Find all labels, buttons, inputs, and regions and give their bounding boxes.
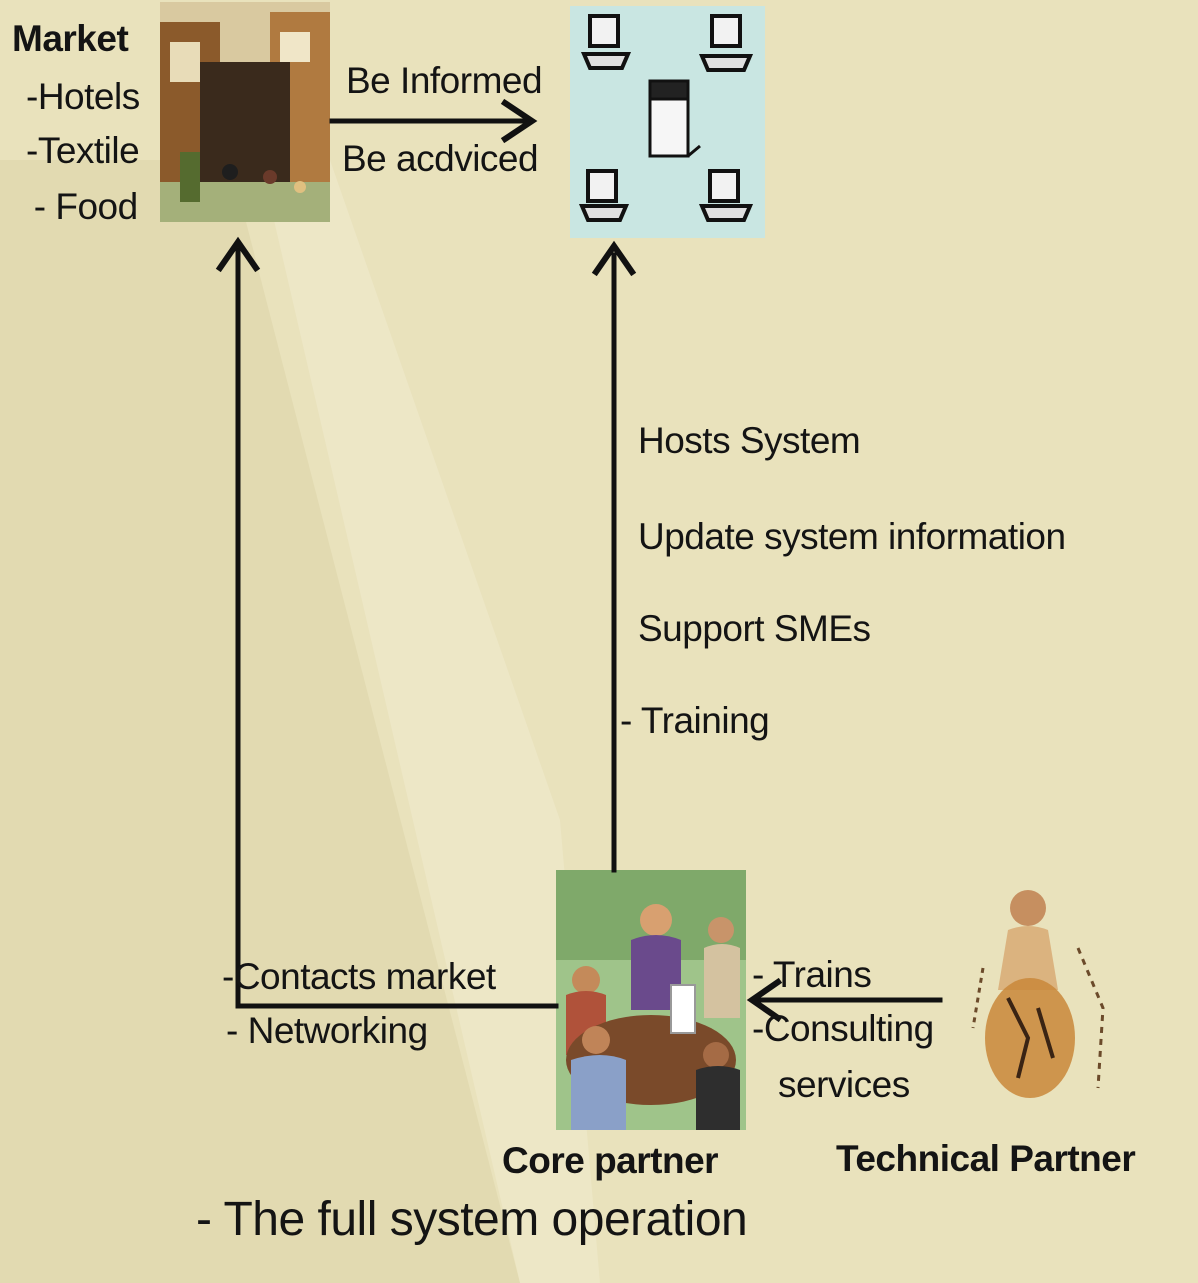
core-partner-meeting-image — [556, 870, 746, 1130]
trains-label: - Trains — [752, 954, 872, 995]
core-partner-label: Core partner — [502, 1140, 719, 1181]
server-icon — [648, 79, 701, 158]
computer-icon — [580, 14, 632, 70]
market-street-image — [160, 2, 330, 222]
market-item-hotels: -Hotels — [26, 76, 140, 117]
technical-partner-label: Technical Partner — [836, 1138, 1136, 1179]
arrow-core-to-market — [235, 247, 559, 1009]
networking-label: - Networking — [226, 1010, 428, 1051]
market-title: Market — [12, 18, 129, 59]
computer-network-image — [570, 6, 765, 238]
training-label: - Training — [620, 700, 770, 741]
computer-icon — [698, 14, 754, 72]
hosts-system-label: Hosts System — [638, 420, 861, 461]
be-advised-label: Be acdviced — [342, 138, 539, 179]
market-item-food: - Food — [24, 186, 138, 227]
support-smes-label: Support SMEs — [638, 608, 871, 649]
consulting-label: -Consulting — [752, 1008, 934, 1049]
computer-icon — [578, 169, 630, 222]
market-item-textile: -Textile — [26, 130, 140, 171]
update-system-information-label: Update system information — [638, 516, 1066, 557]
services-label: services — [778, 1064, 910, 1105]
contacts-market-label: -Contacts market — [222, 956, 496, 997]
caption: - The full system operation — [196, 1193, 748, 1246]
technical-partner-figure-image — [968, 878, 1138, 1118]
computer-icon — [698, 169, 754, 222]
be-informed-label: Be Informed — [346, 60, 543, 101]
